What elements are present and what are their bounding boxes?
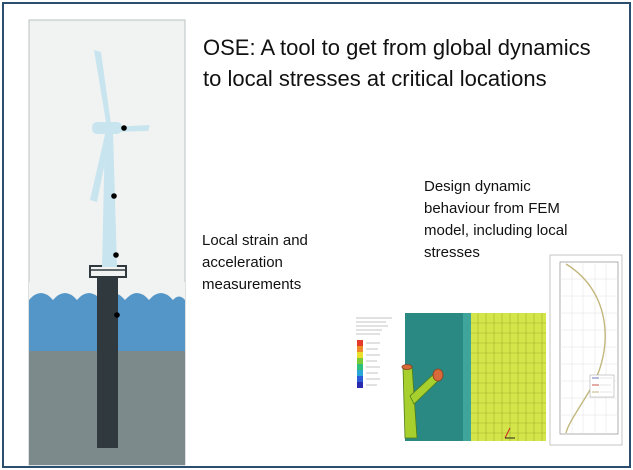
measurement-dot-icon — [111, 193, 117, 199]
measurement-dot-icon — [121, 125, 127, 131]
measurement-dot-icon — [113, 252, 119, 258]
mode-shape-plot — [549, 254, 623, 446]
blade-upper — [94, 50, 111, 128]
fem-mesh-area — [470, 313, 546, 441]
measurement-dot-icon — [114, 312, 120, 318]
wind-turbine-panel — [28, 19, 186, 466]
blade-right — [110, 125, 150, 132]
blade-lower — [90, 130, 111, 202]
tower — [102, 130, 117, 267]
design-dynamics-caption: Design dynamic behaviour from FEM model,… — [424, 178, 568, 261]
monopile — [97, 276, 118, 448]
slide-title: OSE: A tool to get from global dynamics … — [203, 35, 591, 91]
local-measurements-caption: Local strain and acceleration measuremen… — [202, 232, 308, 293]
fem-model-image — [353, 313, 546, 441]
